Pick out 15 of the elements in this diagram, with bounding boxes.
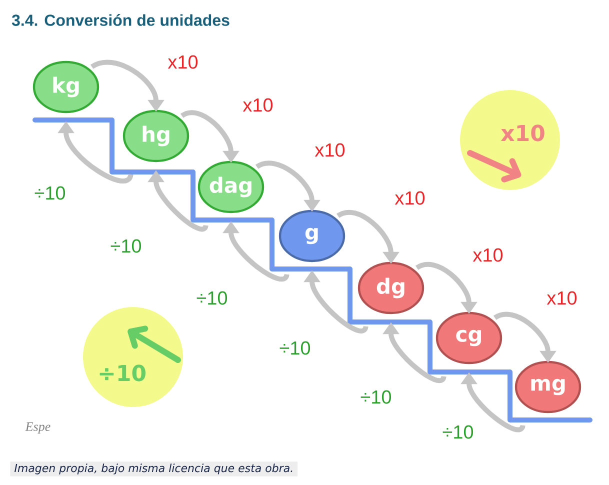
edge-label: x10 — [394, 190, 426, 206]
edge-label: x10 — [166, 54, 200, 70]
edge-label: x10 — [546, 290, 578, 306]
signature: Espe — [25, 422, 50, 434]
edge-label: ÷10 — [195, 290, 229, 306]
edge-label: ÷10 — [441, 424, 475, 440]
edge-label: ÷10 — [109, 238, 143, 254]
edge-label: ÷10 — [359, 389, 393, 405]
edge-label: ÷10 — [33, 185, 67, 201]
edge-label: x10 — [242, 97, 274, 113]
title: 3.4. Conversión de unidades — [12, 14, 230, 26]
edge-label: ÷10 — [278, 340, 312, 356]
edge-label: x10 — [472, 247, 504, 263]
edge-label: x10 — [314, 142, 346, 158]
caption: Imagen propia, bajo misma licencia que esta obra. — [10, 462, 298, 476]
